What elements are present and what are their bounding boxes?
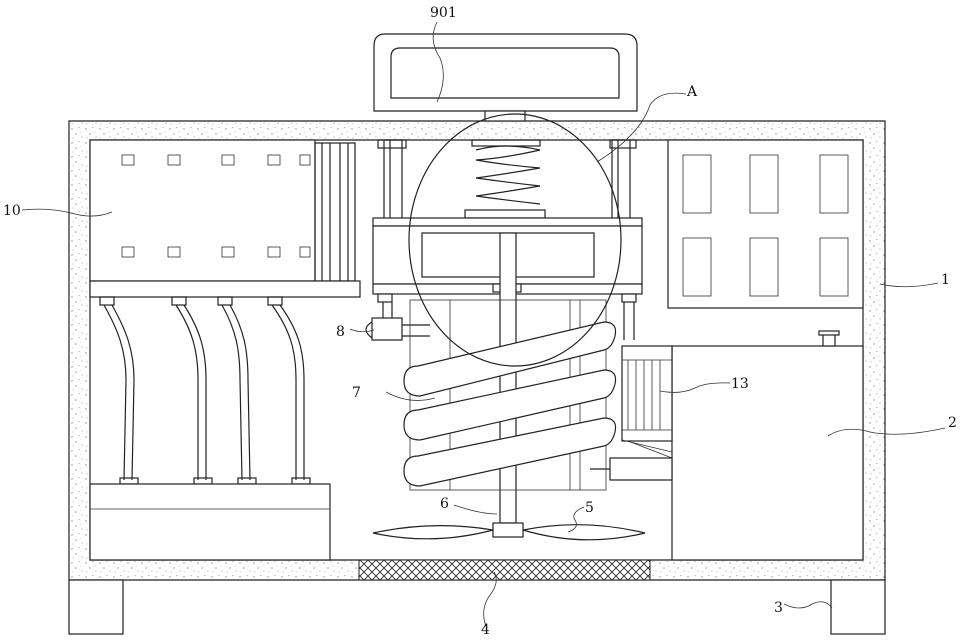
inlet xyxy=(366,318,430,340)
label-3: 3 xyxy=(774,600,783,616)
label-10: 10 xyxy=(3,203,21,219)
feet xyxy=(69,580,885,634)
label-5: 5 xyxy=(585,500,594,516)
label-1: 1 xyxy=(941,272,950,288)
label-13: 13 xyxy=(731,376,749,392)
pipes xyxy=(100,297,310,484)
label-a: A xyxy=(686,84,698,100)
pump xyxy=(590,346,672,480)
label-8: 8 xyxy=(336,324,345,340)
label-901: 901 xyxy=(430,5,457,21)
label-2: 2 xyxy=(948,415,957,431)
handle xyxy=(374,34,637,121)
label-4: 4 xyxy=(481,622,490,638)
mesh-filter xyxy=(359,560,650,580)
coil xyxy=(404,322,616,486)
label-6: 6 xyxy=(440,496,449,512)
tank xyxy=(672,331,863,560)
label-7: 7 xyxy=(352,385,361,401)
lower-left-box xyxy=(90,484,330,560)
right-cabinet xyxy=(668,140,863,308)
left-cabinet xyxy=(90,140,360,297)
